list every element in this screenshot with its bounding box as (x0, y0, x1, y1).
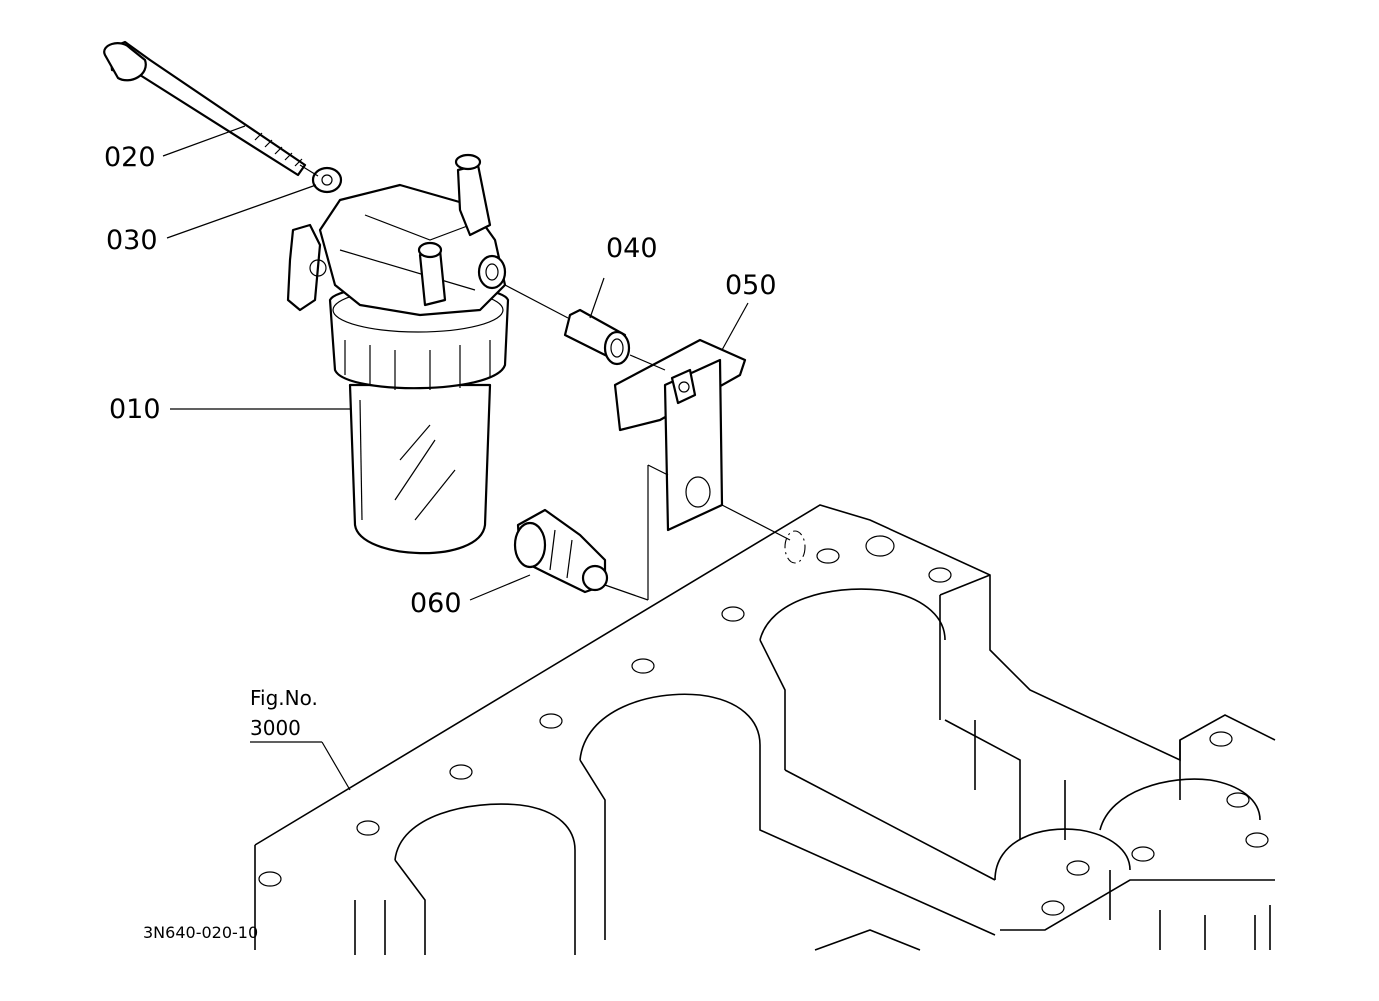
engine-block (254, 504, 1276, 955)
bolt-020 (103, 40, 307, 177)
assembly-lines (299, 164, 791, 601)
fig-ref-number: 3000 (250, 716, 301, 740)
callout-040: 040 (606, 233, 658, 264)
callout-010: 010 (109, 394, 161, 425)
callout-020: 020 (104, 142, 156, 173)
drawing-code: 3N640-020-10 (143, 923, 258, 942)
bracket-050 (613, 338, 747, 532)
fig-ref-label: Fig.No. (250, 686, 318, 710)
leader-lines (162, 125, 749, 791)
fitting-060 (513, 508, 609, 594)
spacer-040 (563, 308, 631, 366)
callout-030: 030 (106, 225, 158, 256)
callout-050: 050 (725, 270, 777, 301)
fuel-filter-assembly (286, 153, 510, 555)
callout-060: 060 (410, 588, 462, 619)
washer-030 (311, 166, 343, 194)
